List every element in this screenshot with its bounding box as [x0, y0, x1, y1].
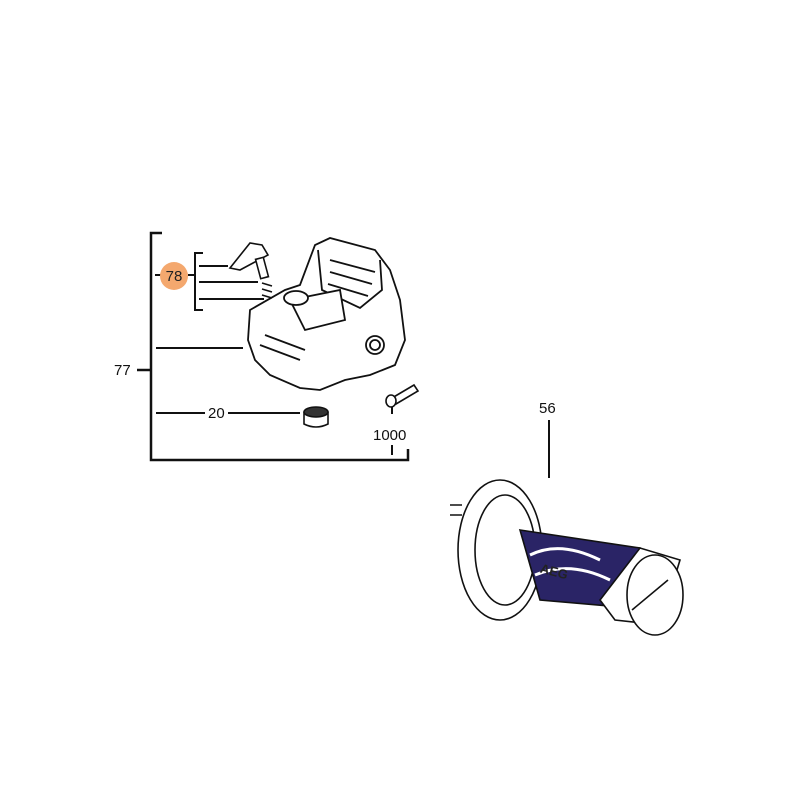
callout-78[interactable]: 78 [160, 262, 188, 290]
callout-77[interactable]: 77 [114, 362, 131, 379]
side-handle-part-56 [450, 479, 684, 636]
screw-part-1000 [385, 383, 420, 408]
group-77-bracket [137, 231, 410, 462]
bushing-part-20 [303, 406, 329, 428]
gear-cover-part [247, 237, 406, 391]
callout-20[interactable]: 20 [208, 405, 225, 422]
lock-button-part [228, 242, 273, 299]
callout-56[interactable]: 56 [539, 400, 556, 417]
callout-1000[interactable]: 1000 [373, 427, 407, 444]
